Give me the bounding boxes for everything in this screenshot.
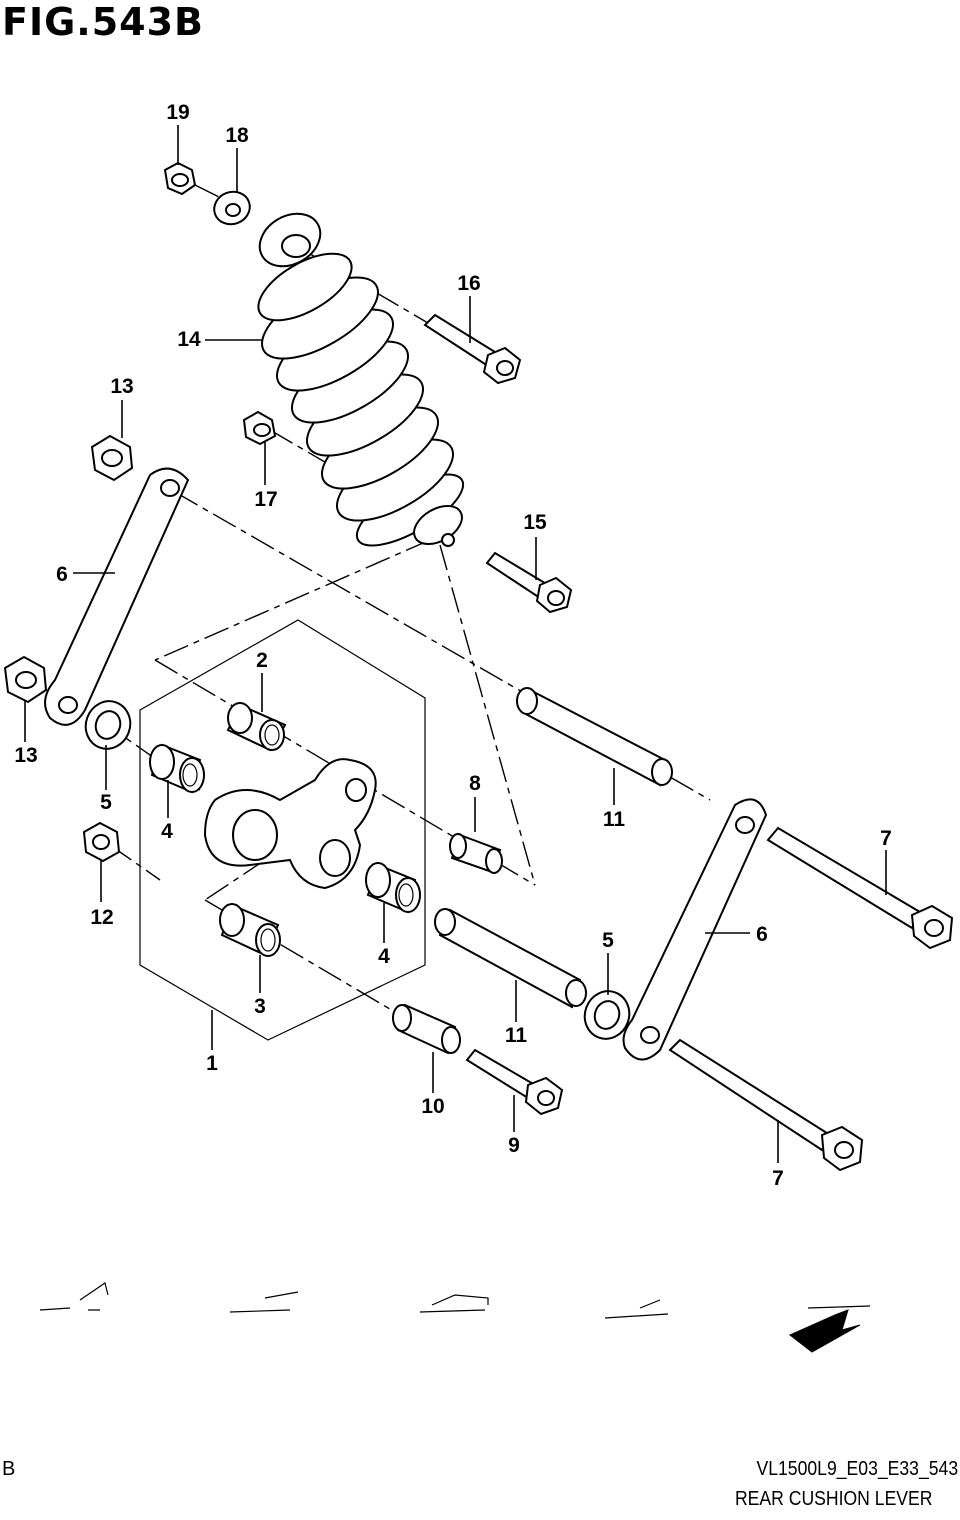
seal-5-right xyxy=(583,990,631,1040)
nut-19 xyxy=(163,161,197,196)
bearing-4-right xyxy=(365,862,421,914)
collar-10 xyxy=(392,1003,461,1055)
spacer-11-upper xyxy=(516,687,673,787)
bolt-16 xyxy=(423,313,522,385)
callout-3: 3 xyxy=(254,995,266,1018)
figure-title: FIG.543B xyxy=(2,0,205,44)
callout-9: 9 xyxy=(508,1134,520,1157)
callout-7-upper: 7 xyxy=(880,827,892,850)
footer-left-code: B xyxy=(2,1458,16,1480)
nut-13-upper xyxy=(90,434,134,482)
lever-assembly-outline xyxy=(139,619,426,1041)
bolt-15 xyxy=(485,551,573,614)
callout-11-upper: 11 xyxy=(603,808,626,831)
callout-17: 17 xyxy=(254,488,277,511)
footer-diagram-name: REAR CUSHION LEVER xyxy=(734,1488,932,1510)
callout-13-lower: 13 xyxy=(14,744,37,767)
link-6-left xyxy=(44,467,190,726)
bolt-7-upper xyxy=(766,826,954,950)
callout-8: 8 xyxy=(469,772,481,795)
forward-arrow-icon xyxy=(789,1309,861,1353)
bearing-3 xyxy=(219,903,281,957)
callout-5-right: 5 xyxy=(602,929,614,952)
callout-5-left: 5 xyxy=(100,791,112,814)
callout-7-lower: 7 xyxy=(772,1167,784,1190)
callout-10: 10 xyxy=(421,1095,444,1118)
callout-11-lower: 11 xyxy=(505,1024,528,1047)
bolt-9 xyxy=(465,1048,564,1116)
callout-15: 15 xyxy=(523,511,547,534)
callout-labels: 19 18 16 14 13 17 15 6 2 13 5 4 8 11 7 1… xyxy=(14,101,892,1190)
callout-2: 2 xyxy=(256,649,268,672)
bolt-7-lower xyxy=(668,1038,864,1172)
nut-17 xyxy=(242,410,277,446)
leader-lines xyxy=(24,125,887,1163)
bearing-2 xyxy=(226,702,287,752)
callout-4-left: 4 xyxy=(161,820,173,843)
rear-shock-absorber xyxy=(257,212,465,547)
nut-13-lower xyxy=(3,655,48,704)
washer-18 xyxy=(213,190,251,226)
footer-diagram-code: VL1500L9_E03_E33_543 xyxy=(756,1458,958,1480)
cushion-lever xyxy=(203,758,377,890)
callout-14: 14 xyxy=(177,328,201,351)
nut-12 xyxy=(82,821,121,863)
callout-18: 18 xyxy=(225,124,249,147)
callout-16: 16 xyxy=(457,272,480,295)
callout-13-upper: 13 xyxy=(110,375,133,398)
seal-5-left xyxy=(84,700,132,750)
bearing-4-left xyxy=(149,743,205,794)
callout-4-right: 4 xyxy=(378,945,390,968)
callout-19: 19 xyxy=(166,101,189,124)
link-6-right xyxy=(622,798,768,1061)
collar-8 xyxy=(449,833,503,874)
callout-12: 12 xyxy=(90,906,113,929)
spacer-11-lower xyxy=(434,908,587,1009)
callout-6-right: 6 xyxy=(756,923,768,946)
callout-6-left: 6 xyxy=(56,563,68,586)
callout-1: 1 xyxy=(206,1052,218,1075)
symbol-strip xyxy=(39,1282,871,1353)
